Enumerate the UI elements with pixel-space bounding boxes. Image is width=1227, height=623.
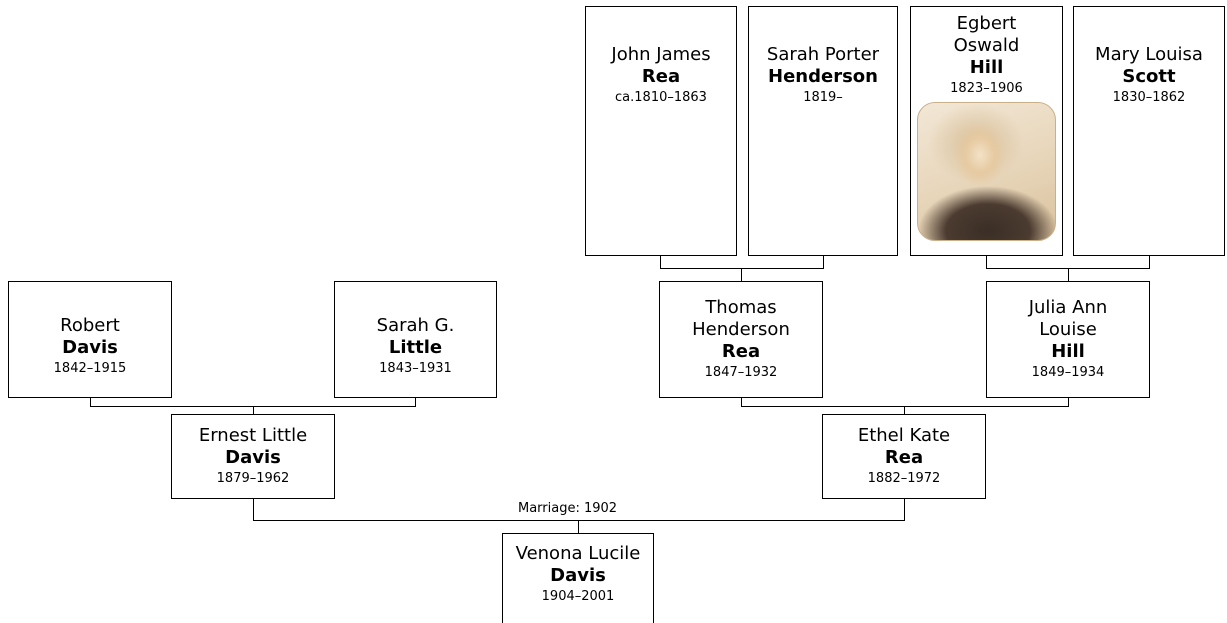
- person-card-sarah-g-little[interactable]: Sarah G. Little 1843–1931: [334, 281, 497, 398]
- surname: Davis: [550, 565, 606, 586]
- surname: Scott: [1122, 66, 1176, 87]
- parent-connector: [90, 398, 416, 407]
- given-name: Ernest Little: [198, 425, 308, 446]
- surname: Hill: [1051, 341, 1085, 362]
- person-card-thomas-henderson-rea[interactable]: Thomas Henderson Rea 1847–1932: [659, 281, 823, 398]
- surname: Davis: [225, 447, 281, 468]
- marriage-label: Marriage: 1902: [518, 501, 618, 516]
- given-name: Mary Louisa: [1095, 44, 1203, 65]
- given-name: Ethel Kate: [857, 425, 951, 446]
- given-name: Venona Lucile: [515, 543, 641, 564]
- life-dates: 1843–1931: [379, 361, 452, 376]
- parent-connector: [741, 398, 1069, 407]
- given-name: Egbert: [956, 13, 1017, 34]
- life-dates: 1882–1972: [867, 471, 941, 486]
- given-name: John James: [611, 44, 711, 65]
- life-dates: 1847–1932: [704, 365, 778, 380]
- person-card-venona-lucile-davis[interactable]: Venona Lucile Davis 1904–2001: [502, 533, 654, 623]
- person-card-julia-ann-louise-hill[interactable]: Julia Ann Louise Hill 1849–1934: [986, 281, 1150, 398]
- given-name: Julia Ann: [1028, 297, 1108, 318]
- given-name: Oswald: [953, 35, 1020, 56]
- parent-connector: [986, 256, 1150, 269]
- given-name: Robert: [60, 315, 120, 336]
- parent-connector: [660, 256, 824, 269]
- person-card-egbert-oswald-hill[interactable]: Egbert Oswald Hill 1823–1906: [910, 6, 1063, 256]
- person-card-ernest-little-davis[interactable]: Ernest Little Davis 1879–1962: [171, 414, 335, 499]
- life-dates: 1849–1934: [1031, 365, 1105, 380]
- person-card-sarah-porter-henderson[interactable]: Sarah Porter Henderson 1819–: [748, 6, 898, 256]
- given-name: Louise: [1039, 319, 1097, 340]
- life-dates: 1904–2001: [541, 589, 615, 604]
- life-dates: 1842–1915: [53, 361, 127, 376]
- surname: Rea: [884, 447, 924, 468]
- surname: Henderson: [768, 66, 878, 87]
- surname: Little: [388, 337, 443, 358]
- surname: Rea: [641, 66, 681, 87]
- life-dates: 1830–1862: [1112, 90, 1186, 105]
- person-card-ethel-kate-rea[interactable]: Ethel Kate Rea 1882–1972: [822, 414, 986, 499]
- surname: Hill: [969, 57, 1004, 78]
- person-card-mary-louisa-scott[interactable]: Mary Louisa Scott 1830–1862: [1073, 6, 1225, 256]
- life-dates: ca.1810–1863: [615, 90, 707, 105]
- life-dates: 1823–1906: [950, 81, 1023, 96]
- portrait-photo: [917, 102, 1056, 241]
- person-card-robert-davis[interactable]: Robert Davis 1842–1915: [8, 281, 172, 398]
- surname: Rea: [721, 341, 761, 362]
- life-dates: 1879–1962: [216, 471, 290, 486]
- surname: Davis: [62, 337, 118, 358]
- given-name: Henderson: [692, 319, 790, 340]
- person-card-john-james-rea[interactable]: John James Rea ca.1810–1863: [585, 6, 737, 256]
- given-name: Sarah Porter: [766, 44, 880, 65]
- given-name: Sarah G.: [376, 315, 455, 336]
- life-dates: 1819–: [803, 90, 843, 105]
- given-name: Thomas: [705, 297, 777, 318]
